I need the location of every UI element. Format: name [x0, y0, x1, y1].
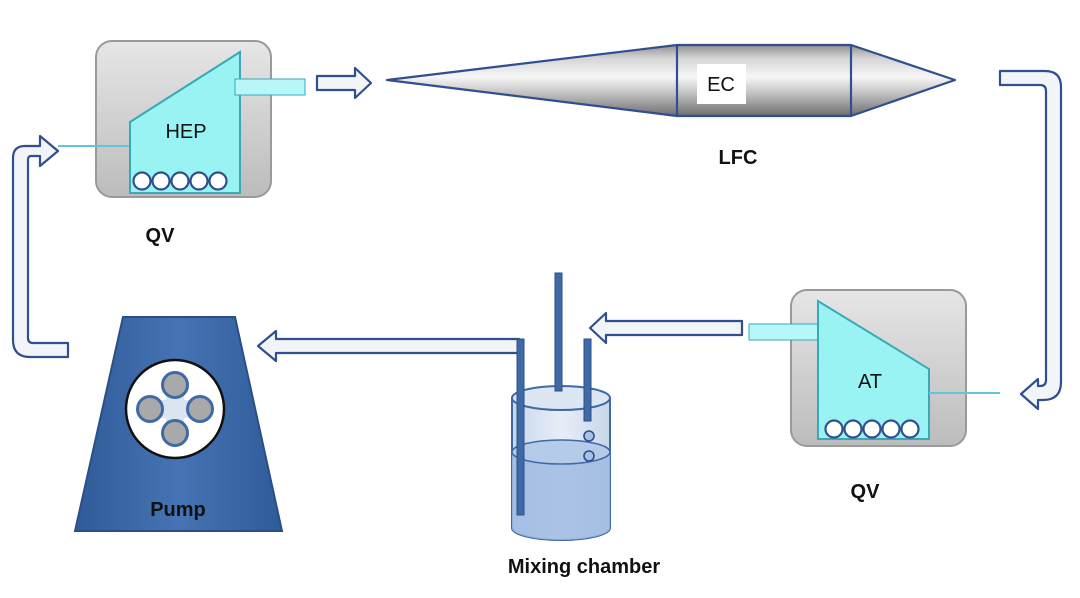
qv-label-bottom: QV: [851, 481, 881, 503]
lfc-spindle: [385, 43, 957, 118]
at-inlet-tube: [748, 323, 824, 341]
at-beads: [824, 419, 920, 439]
downflow-arrow-right: [998, 69, 1063, 411]
hep-chamber: [129, 50, 241, 194]
hep-label: HEP: [165, 121, 206, 143]
mixing-chamber: [511, 272, 611, 541]
return-flow-arrow: [11, 134, 70, 359]
outflow-arrow-top: [315, 66, 373, 100]
at-label: AT: [858, 371, 882, 393]
hep-outlet-tube: [234, 78, 306, 96]
at-chamber: [817, 299, 930, 440]
qv-label-top: QV: [146, 225, 176, 247]
mixing-chamber-label: Mixing chamber: [508, 556, 660, 578]
hep-beads: [132, 171, 228, 191]
flow-arrow-to-mixer: [588, 311, 744, 345]
pump-rotor: [124, 358, 226, 460]
ec-label-box: [697, 64, 746, 104]
lfc-label: LFC: [719, 147, 758, 169]
pump-label: Pump: [150, 499, 206, 521]
ec-label: EC: [707, 74, 735, 96]
flow-arrow-to-pump: [256, 329, 521, 363]
